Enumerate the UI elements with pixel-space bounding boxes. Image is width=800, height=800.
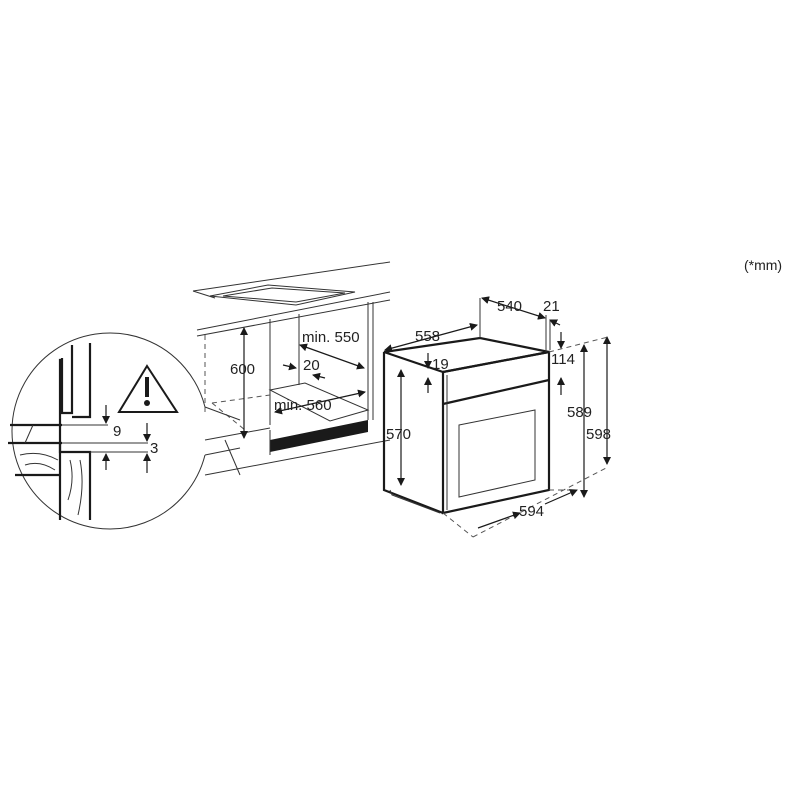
cabinet-height-label: 600 <box>230 361 255 378</box>
gap-top-label: 9 <box>113 423 121 440</box>
units-label: (*mm) <box>744 257 783 273</box>
detail-inset <box>8 332 241 530</box>
top-offset-label: 19 <box>432 356 449 373</box>
oven-width-top-label: 558 <box>415 328 440 345</box>
front-thickness-label: 21 <box>543 298 560 315</box>
depth-arrow <box>299 343 365 370</box>
total-width-label: 594 <box>519 503 544 520</box>
front-height-label: 589 <box>567 404 592 421</box>
total-height-label: 598 <box>586 426 611 443</box>
gap-bottom-label: 3 <box>150 440 158 457</box>
cabinet-depth-label: min. 550 <box>302 329 360 346</box>
vent-gap-label: 20 <box>303 357 320 374</box>
width-arrow <box>274 389 366 415</box>
control-panel-height-label: 114 <box>551 351 575 368</box>
cabinet-width-label: min. 560 <box>274 397 332 414</box>
body-height-label: 570 <box>386 426 411 443</box>
kitchen-cabinet <box>192 261 391 476</box>
oven-body <box>382 298 609 538</box>
oven-depth-label: 540 <box>497 298 522 315</box>
